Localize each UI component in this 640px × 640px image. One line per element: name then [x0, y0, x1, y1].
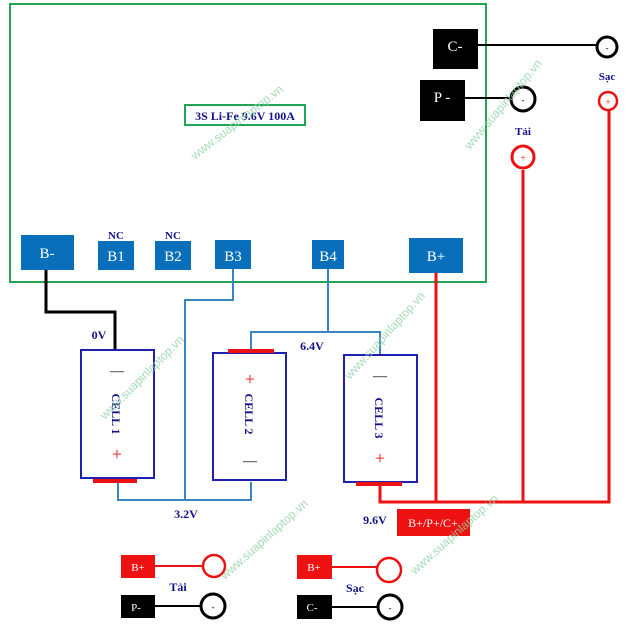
pin-b2: B2 NC	[155, 230, 191, 270]
pin-b4: B4	[312, 240, 344, 269]
svg-text:—: —	[109, 364, 125, 379]
watermark: www.suapinlaptop.vn	[217, 496, 311, 583]
svg-text:CELL 1: CELL 1	[109, 393, 123, 434]
svg-text:C-: C-	[307, 602, 318, 614]
pin-b1: B1 NC	[98, 230, 134, 270]
voltage-3-2v: 3.2V	[174, 507, 198, 521]
pin-b3: B3	[215, 240, 251, 269]
board-title-box	[184, 104, 306, 126]
svg-text:-: -	[522, 95, 525, 105]
load-minus-terminal: -	[509, 85, 537, 113]
svg-text:B1: B1	[107, 249, 125, 265]
svg-text:B+: B+	[307, 562, 321, 574]
svg-text:Sạc: Sạc	[346, 581, 365, 595]
svg-text:B3: B3	[224, 249, 242, 265]
bms-board	[9, 3, 487, 283]
legend-charge: B+ Sạc C- -	[297, 555, 404, 621]
svg-text:B2: B2	[164, 249, 182, 265]
voltage-6-4v: 6.4V	[300, 339, 324, 353]
svg-text:+: +	[112, 444, 122, 464]
svg-text:B+: B+	[427, 249, 445, 265]
load-plus-terminal: +	[510, 144, 536, 170]
c-minus-block: C-	[433, 29, 478, 69]
wire-b4	[250, 268, 329, 352]
pin-b-plus: B+	[409, 238, 463, 273]
cell-3: — + CELL 3	[343, 354, 418, 486]
svg-text:P-: P-	[131, 602, 141, 614]
svg-text:B-: B-	[40, 246, 55, 262]
svg-text:Tải: Tải	[169, 580, 187, 594]
svg-text:—: —	[242, 454, 258, 469]
svg-text:+: +	[520, 153, 525, 163]
svg-text:CELL 3: CELL 3	[372, 397, 386, 438]
pin-b-minus: B-	[21, 235, 74, 270]
svg-text:B4: B4	[319, 249, 337, 265]
charge-minus-terminal: -	[595, 35, 619, 59]
cell-2: + — CELL 2	[212, 349, 287, 481]
wire-b3	[184, 268, 234, 500]
svg-text:B+: B+	[131, 562, 145, 574]
wire-b-minus	[44, 270, 117, 350]
wire-b4-cell3	[328, 331, 381, 355]
charge-plus-terminal: +	[597, 90, 619, 112]
svg-text:—: —	[372, 369, 388, 384]
svg-text:-: -	[606, 43, 609, 53]
legend-load: B+ Tải P- -	[121, 553, 227, 620]
wire-cell1-cell2	[117, 482, 252, 501]
voltage-0v: 0V	[92, 328, 107, 342]
p-minus-block: P -	[420, 80, 465, 121]
svg-text:NC: NC	[165, 230, 181, 242]
load-label: Tải	[515, 126, 531, 138]
output-label-box: B+/P+/C+	[397, 509, 470, 536]
board-title: 3S Li-Fe 9.6V 100A	[195, 109, 295, 123]
svg-text:+: +	[375, 448, 385, 468]
svg-text:NC: NC	[108, 230, 124, 242]
wire-positive-bus	[378, 110, 611, 504]
svg-text:P -: P -	[434, 90, 451, 106]
svg-text:-: -	[389, 603, 392, 613]
voltage-9-6v: 9.6V	[363, 513, 387, 527]
svg-text:-: -	[212, 602, 215, 612]
cell-1: — + CELL 1	[80, 349, 155, 483]
svg-text:C-: C-	[448, 39, 463, 55]
svg-text:+: +	[245, 369, 255, 389]
svg-text:B+/P+/C+: B+/P+/C+	[408, 516, 458, 530]
charge-label: Sạc	[599, 71, 616, 83]
svg-text:CELL 2: CELL 2	[242, 393, 256, 434]
svg-text:+: +	[605, 97, 610, 107]
